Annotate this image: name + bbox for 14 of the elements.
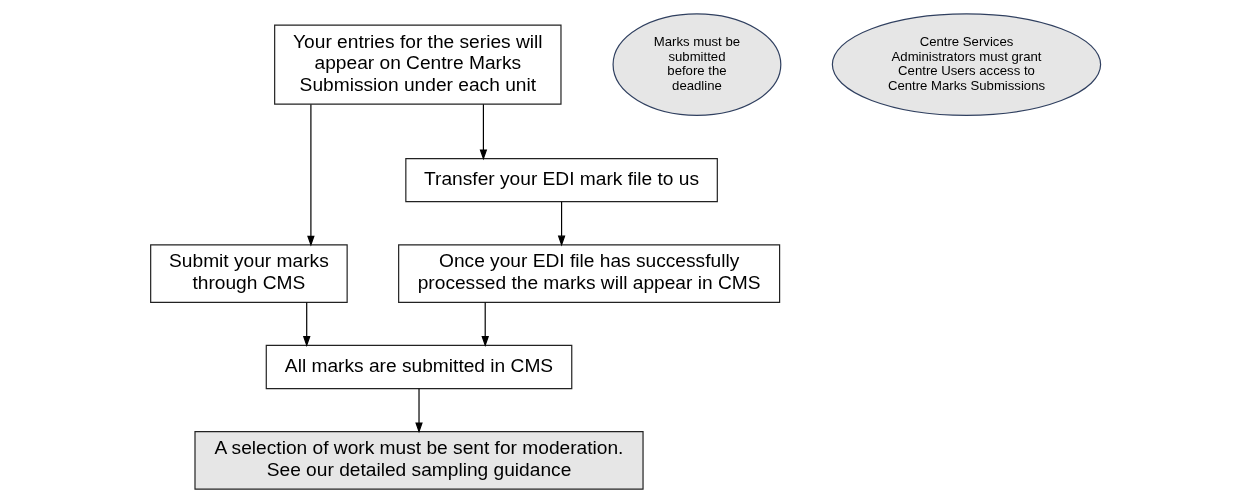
arrow bbox=[302, 301, 310, 347]
arrow bbox=[480, 301, 489, 347]
node-box: Submit your marks through CMS bbox=[149, 243, 348, 303]
arrow bbox=[479, 103, 487, 160]
node-box: A selection of work must be sent for moderation. See our detailed sampling guidance bbox=[193, 430, 644, 490]
arrow bbox=[306, 103, 315, 246]
node-ellipse: Marks must be submitted before the deadline bbox=[612, 12, 781, 116]
arrow bbox=[557, 200, 565, 246]
node-ellipse: Centre Services Administrators must grant Centre Users access to Centre Marks Submissions bbox=[831, 12, 1101, 116]
node-box: Transfer your EDI mark file to us bbox=[404, 157, 718, 202]
node-box: Your entries for the series will appear on Centre Marks Submission under each unit bbox=[273, 23, 562, 105]
node-box: Once your EDI file has successfully processed the marks will appear in CMS bbox=[397, 243, 780, 303]
arrow bbox=[414, 387, 423, 433]
node-box: All marks are submitted in CMS bbox=[265, 344, 572, 389]
